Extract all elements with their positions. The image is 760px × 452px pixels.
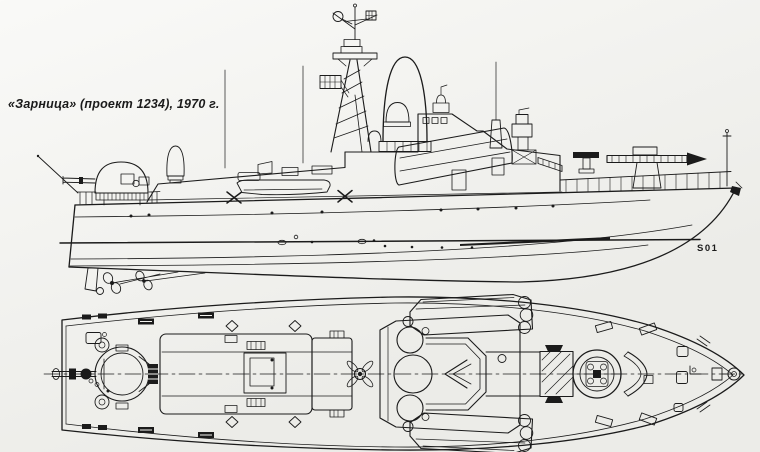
- bridge-superstructure: [417, 61, 561, 192]
- aft-deckhouse-plan: [159, 330, 353, 418]
- drawing-mark: S01: [697, 243, 719, 254]
- windlass: [689, 365, 702, 375]
- missile-tubes-side: [394, 127, 513, 191]
- rangefinder-pedestal: [511, 107, 537, 165]
- ladder-chute: [537, 157, 563, 172]
- gun-turret-plan: [51, 344, 158, 410]
- whip-antennas: [224, 65, 304, 169]
- aft-deckhouse-side: [138, 145, 346, 203]
- lattice-mast: [319, 3, 378, 153]
- bow-railing: [559, 171, 732, 192]
- ship-boat: [226, 179, 353, 204]
- ring-antenna-icon: [332, 11, 344, 22]
- chevron-marking: [444, 359, 468, 389]
- radome: [367, 56, 432, 152]
- drawing-caption: «Зарница» (проект 1234), 1970 г.: [8, 97, 220, 111]
- hull-portholes: [129, 204, 555, 218]
- waterline: [59, 224, 701, 267]
- mast-plan: [346, 360, 374, 388]
- side-profile-view: [36, 3, 743, 294]
- radome-circles-plan: [393, 316, 433, 432]
- anchor-icon: [730, 186, 741, 196]
- bridge-plan: [425, 337, 541, 411]
- foredeck-fittings-plan: [594, 320, 741, 428]
- plan-view: [43, 287, 745, 452]
- sam-launcher-ring-plan: [572, 349, 622, 399]
- propellers: [102, 270, 206, 294]
- hull-plan: [43, 296, 745, 451]
- gun-turret-side: [62, 161, 149, 206]
- stern-deck-fittings: [82, 287, 302, 438]
- hull-profile: [68, 187, 737, 283]
- aft-railing: [76, 191, 161, 205]
- director-dome: [383, 102, 411, 127]
- stern-flagstaff: [36, 154, 79, 194]
- rudder: [84, 267, 99, 292]
- bow-jackstaff: [722, 129, 743, 196]
- sam-launcher-side: [573, 146, 707, 189]
